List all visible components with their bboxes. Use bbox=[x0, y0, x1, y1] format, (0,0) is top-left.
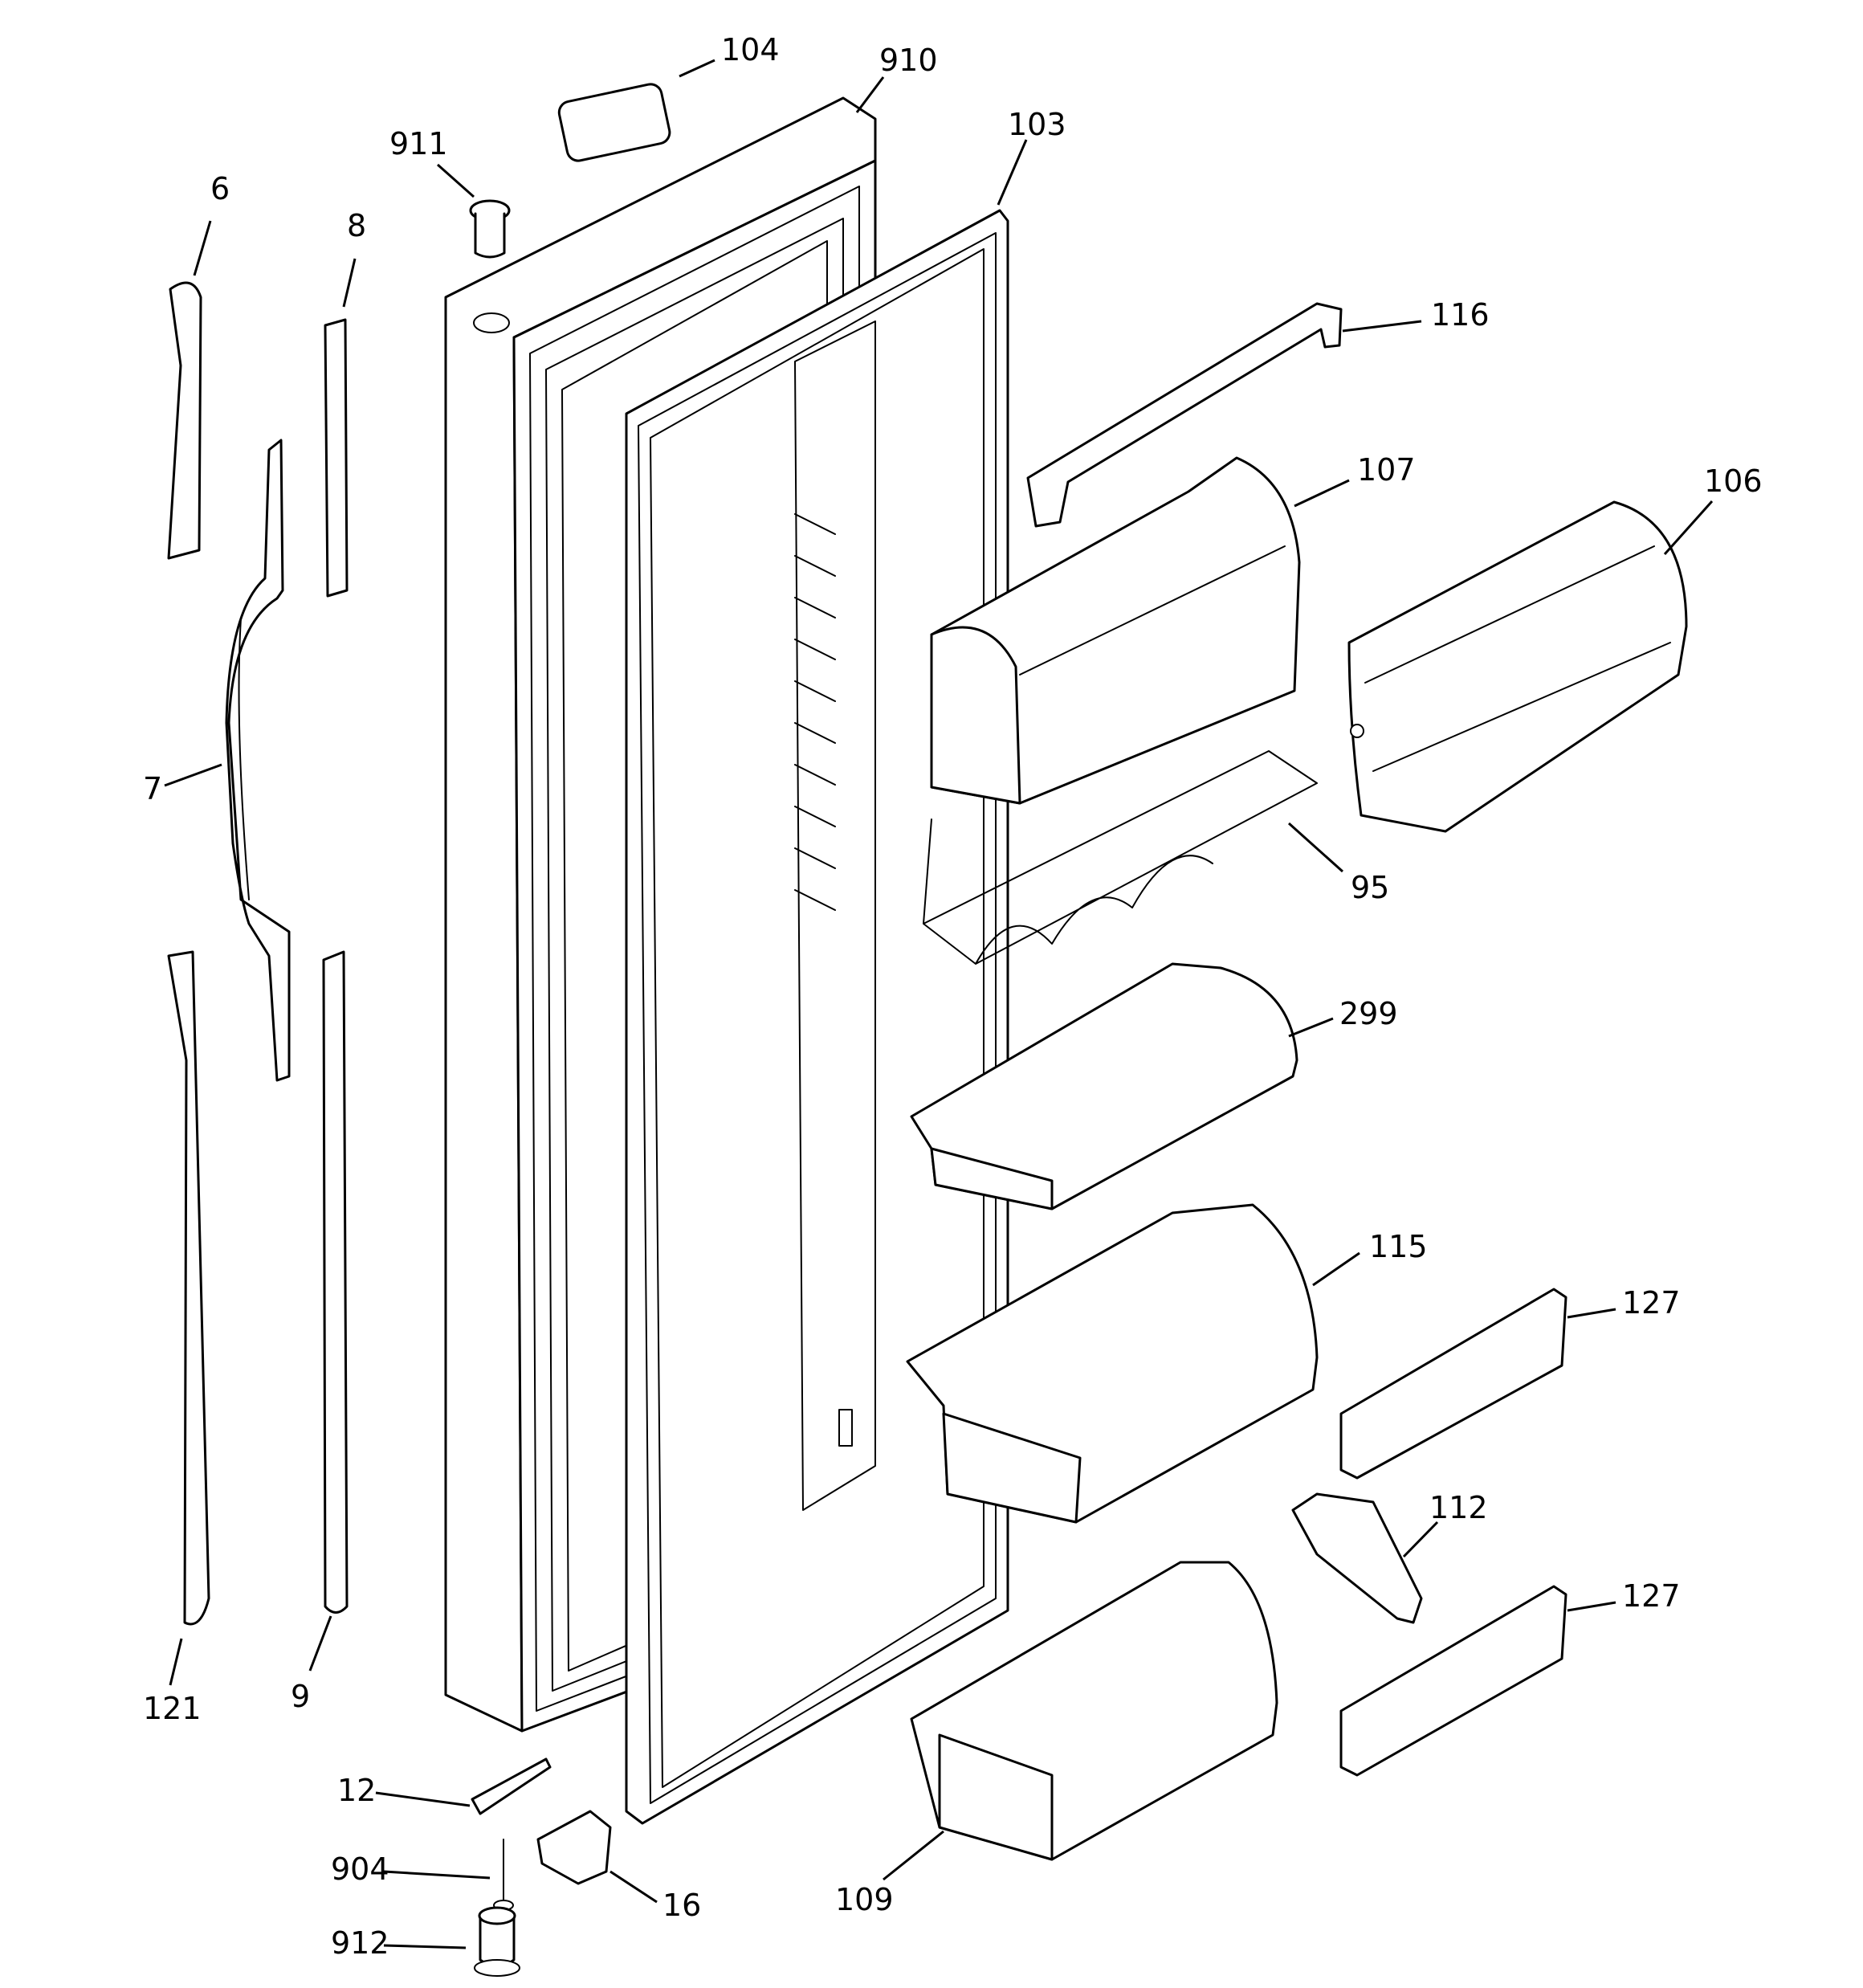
callout-16: 16 bbox=[662, 1888, 701, 1923]
door-bin-299-part bbox=[910, 962, 1298, 1210]
callout-95: 95 bbox=[1351, 870, 1389, 905]
callout-106: 106 bbox=[1704, 463, 1763, 499]
dairy-door-part bbox=[1347, 500, 1688, 833]
top-bushing-part bbox=[469, 199, 511, 259]
callout-127-lower: 127 bbox=[1622, 1578, 1681, 1614]
callout-299: 299 bbox=[1339, 996, 1398, 1031]
callout-115: 115 bbox=[1369, 1229, 1428, 1264]
callout-910: 910 bbox=[879, 43, 938, 78]
callout-904: 904 bbox=[331, 1851, 389, 1887]
callout-104: 104 bbox=[721, 32, 780, 67]
bin-divider-part bbox=[1291, 1492, 1423, 1624]
callout-107: 107 bbox=[1357, 452, 1416, 488]
callout-109: 109 bbox=[835, 1882, 894, 1917]
bin-cover-upper-part bbox=[1339, 1288, 1567, 1480]
callout-9: 9 bbox=[291, 1679, 310, 1714]
handle-trim-lower bbox=[167, 950, 210, 1626]
wine-rack-part bbox=[923, 750, 1318, 965]
door-liner bbox=[625, 209, 1009, 1825]
bottom-bushing-part bbox=[474, 1906, 520, 1977]
callout-127-upper: 127 bbox=[1622, 1285, 1681, 1321]
callout-103: 103 bbox=[1008, 107, 1066, 142]
door-bin-115-part bbox=[906, 1203, 1319, 1524]
door-handle-part bbox=[225, 439, 291, 1082]
hinge-plate-part bbox=[471, 1757, 552, 1815]
callouts: 104 910 911 103 6 8 116 107 106 7 95 299… bbox=[143, 32, 1763, 1961]
lower-trim-strip-part bbox=[322, 950, 349, 1614]
callout-911: 911 bbox=[389, 126, 448, 161]
upper-trim-strip-part bbox=[324, 318, 349, 598]
callout-8: 8 bbox=[347, 208, 366, 243]
callout-7: 7 bbox=[143, 771, 162, 806]
screw-part bbox=[493, 1839, 514, 1911]
bin-cover-lower-part bbox=[1339, 1585, 1567, 1777]
callout-121: 121 bbox=[143, 1691, 202, 1726]
callout-12: 12 bbox=[337, 1773, 376, 1808]
bin-rail-part bbox=[1026, 302, 1343, 528]
badge-part bbox=[557, 83, 671, 162]
dairy-bin-part bbox=[930, 456, 1301, 805]
handle-trim-upper bbox=[167, 281, 202, 560]
callout-112: 112 bbox=[1429, 1490, 1488, 1525]
callout-6: 6 bbox=[210, 171, 230, 206]
shelf-clips bbox=[794, 513, 836, 911]
door-bin-109-part bbox=[910, 1561, 1278, 1861]
hinge-bracket-part bbox=[536, 1810, 612, 1885]
callout-116: 116 bbox=[1431, 297, 1490, 333]
callout-912: 912 bbox=[331, 1925, 389, 1961]
